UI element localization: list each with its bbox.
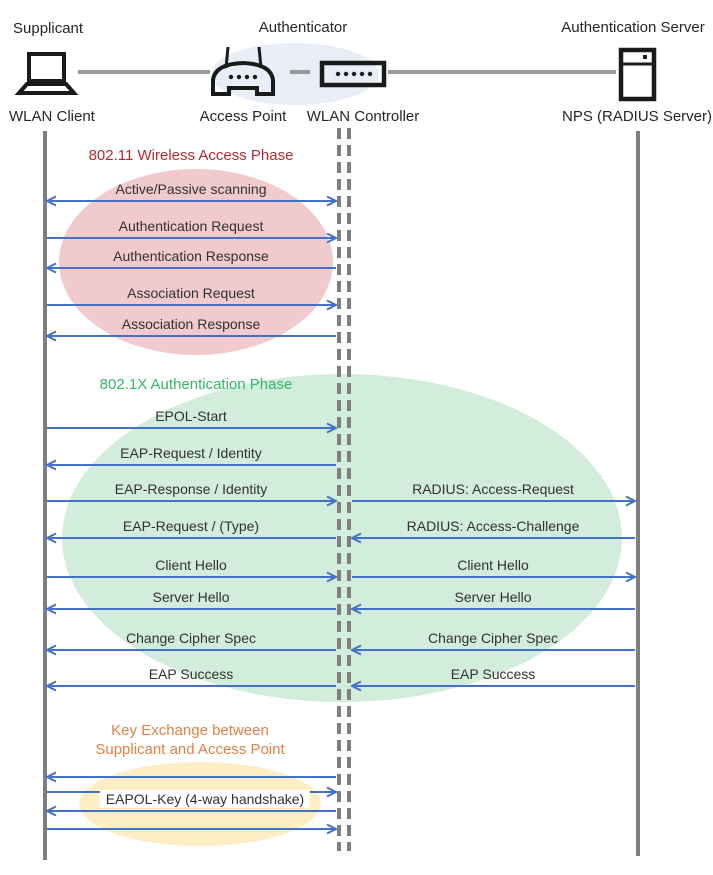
message-label: Server Hello bbox=[152, 589, 230, 605]
device-label-access-point: Access Point bbox=[199, 108, 287, 125]
wlan-controller-icon bbox=[319, 60, 387, 88]
message-label: Authentication Response bbox=[113, 248, 269, 264]
device-label-nps: NPS (RADIUS Server) bbox=[561, 108, 713, 125]
lifelines bbox=[43, 128, 640, 860]
wireless-access-phase-title: 802.11 Wireless Access Phase bbox=[88, 147, 294, 164]
message-arrows bbox=[47, 201, 635, 829]
message-label: RADIUS: Access-Challenge bbox=[406, 518, 580, 534]
server-icon bbox=[618, 47, 657, 102]
dot1x-authentication-phase-title: 802.1X Authentication Phase bbox=[99, 376, 293, 393]
message-label: Association Response bbox=[121, 316, 261, 332]
role-label-authentication-server: Authentication Server bbox=[561, 19, 705, 36]
message-label: RADIUS: Access-Request bbox=[412, 481, 574, 497]
message-label: EAP Success bbox=[450, 666, 536, 682]
message-label: EPOL-Start bbox=[155, 408, 227, 424]
message-label: EAP-Response / Identity bbox=[114, 481, 268, 497]
device-label-wlan-controller: WLAN Controller bbox=[306, 108, 420, 125]
message-label: EAP-Request / Identity bbox=[120, 445, 262, 461]
message-label: Client Hello bbox=[457, 557, 529, 573]
message-label: EAP-Request / (Type) bbox=[122, 518, 260, 534]
message-label: Active/Passive scanning bbox=[115, 181, 267, 197]
role-label-supplicant: Supplicant bbox=[13, 20, 84, 37]
phase2-ellipse bbox=[62, 374, 622, 702]
message-label: Change Cipher Spec bbox=[428, 630, 558, 646]
message-label: Server Hello bbox=[454, 589, 532, 605]
message-label: Change Cipher Spec bbox=[126, 630, 256, 646]
message-label: Authentication Request bbox=[118, 218, 264, 234]
phase1-ellipse bbox=[59, 169, 333, 355]
access-point-icon bbox=[211, 46, 275, 96]
laptop-icon bbox=[14, 52, 79, 95]
role-label-authenticator: Authenticator bbox=[258, 19, 348, 36]
message-label: Association Request bbox=[127, 285, 255, 301]
message-label: EAP Success bbox=[148, 666, 234, 682]
device-label-wlan-client: WLAN Client bbox=[9, 108, 95, 125]
message-label: Client Hello bbox=[155, 557, 227, 573]
message-label: EAPOL-Key (4-way handshake) bbox=[99, 790, 311, 808]
